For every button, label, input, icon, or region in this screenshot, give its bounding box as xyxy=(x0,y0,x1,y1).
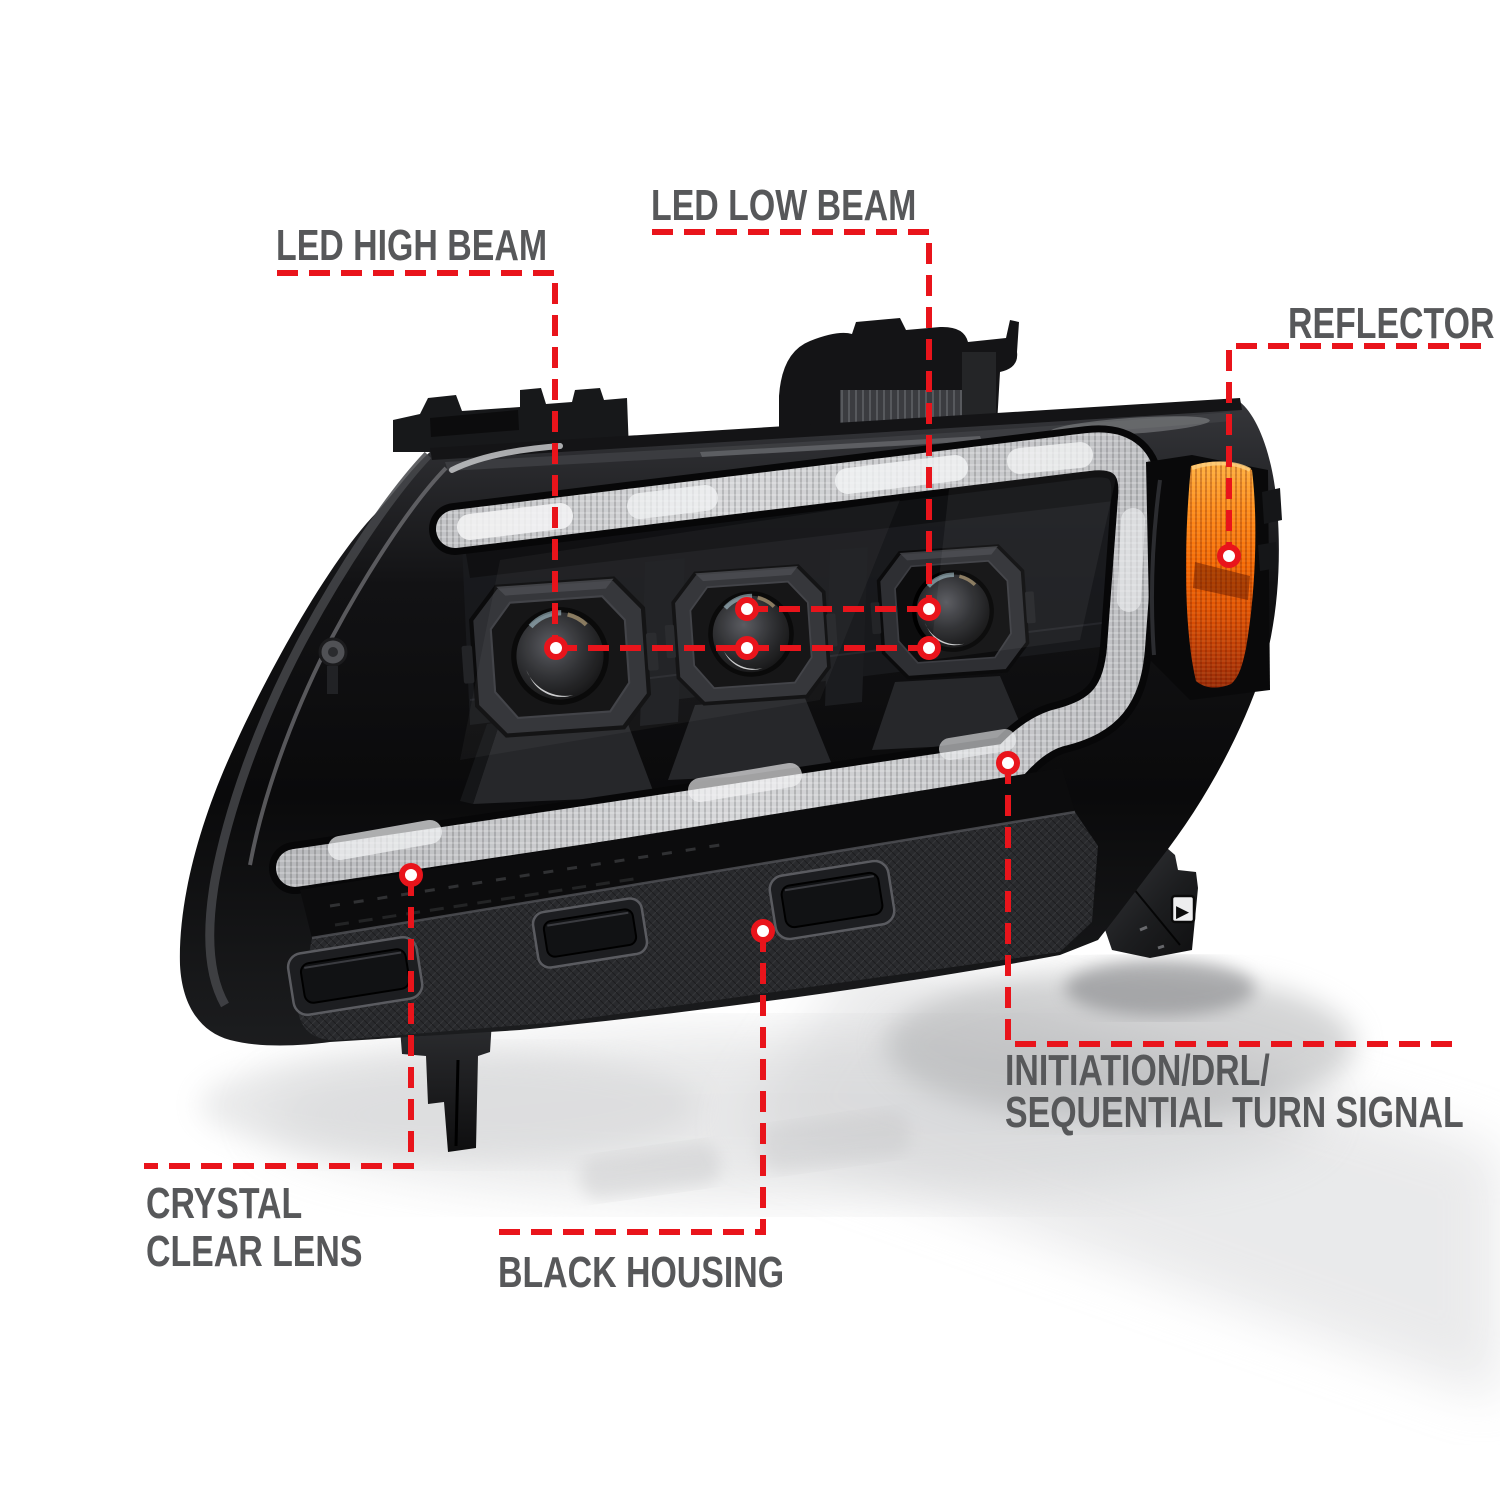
svg-text:▶: ▶ xyxy=(1176,902,1190,921)
callout-dot-crystal-clear-lens xyxy=(399,863,423,887)
label-crystal-line2: CLEAR LENS xyxy=(146,1227,363,1276)
callout-dot-low-beam-middle xyxy=(735,597,759,621)
label-reflector-text: REFLECTOR xyxy=(1288,299,1495,348)
label-led-low-beam: LED LOW BEAM xyxy=(651,184,916,228)
drl-light-bar xyxy=(269,425,1164,894)
label-crystal-line1: CRYSTAL xyxy=(146,1179,303,1228)
label-led-high-beam: LED HIGH BEAM xyxy=(276,224,547,268)
label-black-housing-text: BLACK HOUSING xyxy=(498,1248,785,1297)
callout-dot-low-beam-right xyxy=(917,597,941,621)
left-lens-rim xyxy=(205,443,563,1008)
callout-line-led-low-beam xyxy=(652,229,932,609)
label-reflector: REFLECTOR xyxy=(1288,302,1494,346)
callout-line-reflector xyxy=(1226,343,1481,556)
label-led-low-beam-text: LED LOW BEAM xyxy=(651,181,917,230)
label-initiation-line2: SEQUENTIAL TURN SIGNAL xyxy=(1005,1088,1464,1137)
label-initiation-line1: INITIATION/DRL/ xyxy=(1005,1046,1270,1095)
callout-dot-high-beam-left xyxy=(544,636,568,660)
callout-dot-black-housing xyxy=(751,919,775,943)
callout-dot-reflector xyxy=(1217,544,1241,568)
callout-line-led-high-beam xyxy=(277,270,558,648)
label-black-housing: BLACK HOUSING xyxy=(498,1251,784,1295)
chin-pocket xyxy=(286,935,424,1017)
lower-housing-chin xyxy=(286,768,1098,1041)
callout-dot-high-beam-right xyxy=(917,636,941,660)
lens-glass-streaks xyxy=(460,460,1120,760)
arrow-right-icon: ▶ xyxy=(1170,894,1196,924)
callout-dot-initiation-drl xyxy=(996,751,1020,775)
callout-line-black-housing xyxy=(497,931,766,1235)
callout-line-initiation-drl xyxy=(1005,763,1463,1047)
label-crystal-clear-lens: CRYSTAL CLEAR LENS xyxy=(146,1180,362,1276)
floor-reflection xyxy=(200,950,1500,1400)
callout-line-crystal-clear-lens xyxy=(144,875,414,1169)
amber-reflector xyxy=(1146,455,1282,700)
label-initiation-drl-sequential-turn-signal: INITIATION/DRL/ SEQUENTIAL TURN SIGNAL xyxy=(1005,1046,1464,1137)
callout-dots xyxy=(399,544,1241,943)
label-led-high-beam-text: LED HIGH BEAM xyxy=(276,221,548,270)
chin-pocket xyxy=(531,897,649,969)
chin-pocket xyxy=(768,859,896,941)
callout-lines xyxy=(144,229,1481,1235)
callout-dot-high-beam-middle xyxy=(735,636,759,660)
